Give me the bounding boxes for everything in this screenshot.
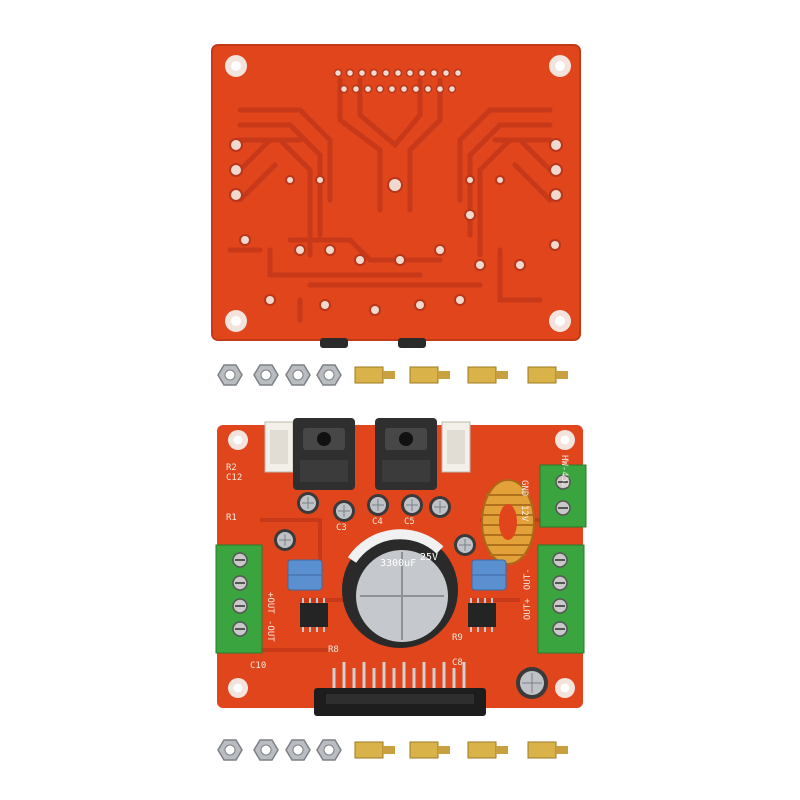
- hex-nut: [217, 739, 243, 761]
- silk-12v: 12V: [519, 505, 529, 522]
- silk-r1: R1: [226, 513, 237, 523]
- jack-bottom: [398, 338, 426, 348]
- header-pads: [333, 68, 463, 94]
- silk-gnd: GND: [519, 480, 529, 496]
- silk-model: HW-452: [559, 455, 569, 488]
- brass-standoff: [354, 366, 395, 384]
- silk-c12: C12: [226, 473, 242, 483]
- hex-nut: [285, 364, 311, 386]
- silk-r8: R8: [328, 645, 339, 655]
- silk-out-plus-left: +OUT: [265, 592, 275, 614]
- jst-connector: [264, 421, 294, 473]
- film-capacitor: [287, 559, 323, 591]
- silk-c10: C10: [250, 661, 266, 671]
- film-capacitor: [471, 559, 507, 591]
- toroid-inductor: [481, 479, 535, 565]
- cap-voltage-label: 25V: [420, 552, 438, 563]
- op-amp-chip: [468, 598, 496, 632]
- jst-connector: [441, 421, 471, 473]
- brass-standoff: [409, 741, 450, 759]
- brass-standoff: [409, 366, 450, 384]
- brass-standoff: [354, 741, 395, 759]
- hex-nut: [253, 739, 279, 761]
- hex-nut: [316, 364, 342, 386]
- silk-c3: C3: [336, 523, 347, 533]
- silkscreen: C12 R2 R1 C3 C4 C5 +OUT -OUT OUT+ OUT- G…: [226, 455, 569, 671]
- hex-nut: [217, 364, 243, 386]
- amplifier-ic: [314, 662, 486, 716]
- op-amp-chip: [300, 598, 328, 632]
- cap-value-label: 3300uF: [380, 558, 416, 569]
- silk-out-plus-right: OUT+: [523, 598, 533, 620]
- silk-r9: R9: [452, 633, 463, 643]
- brass-standoff: [527, 741, 568, 759]
- mounting-holes: [225, 55, 571, 332]
- terminal-block-left: [215, 544, 263, 654]
- brass-standoff: [467, 366, 508, 384]
- hex-nut: [285, 739, 311, 761]
- silk-out-minus-right: OUT-: [523, 568, 533, 590]
- pcb-back-side: [211, 44, 581, 348]
- pcb-front-side: 3300uF 25V: [215, 418, 587, 716]
- copper-traces: [227, 77, 553, 323]
- silk-c5: C5: [404, 517, 415, 527]
- terminal-block-right: [537, 544, 585, 654]
- audio-jack: [293, 418, 355, 490]
- hardware-row-top: [217, 364, 568, 386]
- brass-standoff: [527, 366, 568, 384]
- silk-out-minus-left: -OUT: [265, 620, 275, 642]
- silk-c4: C4: [372, 517, 383, 527]
- small-capacitors: [274, 492, 548, 699]
- terminal-block-power: [539, 464, 587, 528]
- mounting-holes: [228, 430, 575, 698]
- solder-pads: [229, 138, 563, 316]
- hex-nut: [253, 364, 279, 386]
- main-filter-capacitor: 3300uF 25V: [342, 529, 458, 648]
- brass-standoff: [467, 741, 508, 759]
- silk-c8: C8: [452, 658, 463, 668]
- audio-jack: [375, 418, 437, 490]
- hardware-row-bottom: [217, 739, 568, 761]
- silk-r2: R2: [226, 463, 237, 473]
- hex-nut: [316, 739, 342, 761]
- jack-bottom: [320, 338, 348, 348]
